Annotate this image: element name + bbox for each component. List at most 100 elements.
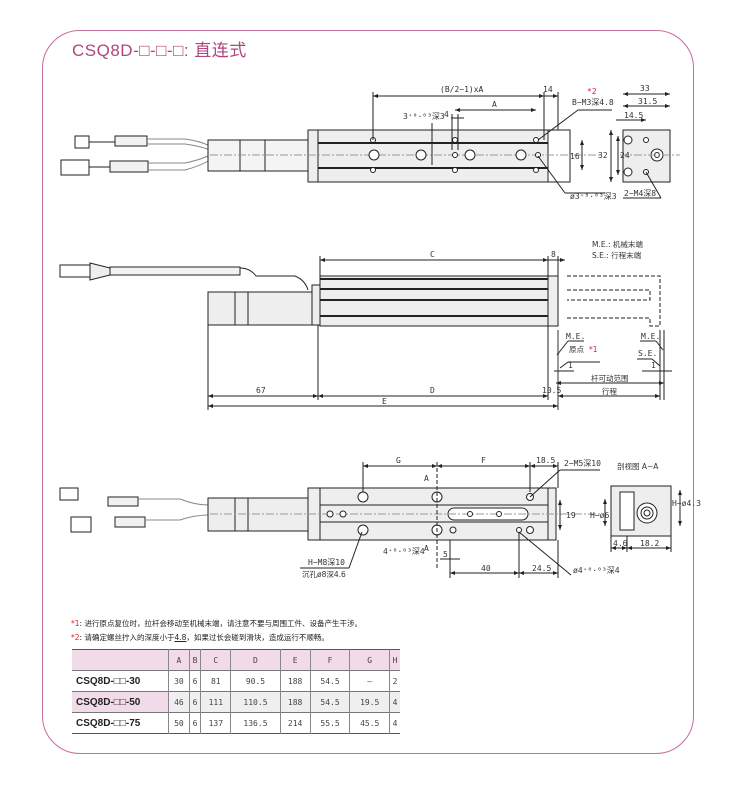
- dim-D: D: [430, 386, 435, 395]
- dim-hole-3: 3⁺⁰·⁰³深3: [403, 112, 445, 121]
- cell-B: 6: [189, 712, 202, 734]
- section-title: 剖视图 A−A: [617, 461, 659, 471]
- dim-14-5: 14.5: [624, 111, 643, 120]
- dim-32: 32: [598, 151, 608, 160]
- mount-holes: [368, 137, 541, 173]
- dim-h-m8: H−M8深10: [308, 558, 345, 567]
- dim-16: 16: [570, 152, 580, 161]
- note-mark-1: *1: [589, 345, 598, 354]
- cell-E: 214: [280, 712, 311, 734]
- cell-F: 54.5: [310, 691, 351, 713]
- model-cell: CSQ8D-□□-30: [72, 670, 169, 692]
- dimension-table: A B C D E F G H CSQ8D-□□-30 30 6 81 90.5…: [72, 649, 400, 734]
- bottom-holes: [326, 491, 534, 536]
- label-stroke: 行程: [602, 386, 617, 396]
- dim-pitch: (B/2−1)xA: [440, 85, 484, 94]
- dim-m5-tap: 2−M5深10: [564, 459, 601, 468]
- cell-D: 110.5: [230, 691, 281, 713]
- cell-F: 54.5: [310, 670, 351, 692]
- header-model: [72, 649, 169, 671]
- cell-C: 137: [200, 712, 232, 734]
- dim-18-5: 18.5: [536, 456, 555, 465]
- model-cell: CSQ8D-□□-75: [72, 712, 169, 734]
- cell-H: 4: [392, 718, 398, 728]
- model-cell: CSQ8D-□□-50: [72, 691, 169, 713]
- header-G: G: [349, 649, 391, 671]
- cell-B: 6: [189, 691, 202, 713]
- cell-H: 4: [392, 697, 398, 707]
- page-title: CSQ8D-□-□-□: 直连式: [72, 41, 247, 60]
- cell-D: 90.5: [230, 670, 281, 692]
- label-me-left: M.E.: [566, 332, 585, 341]
- bottom-view: G F 18.5 2−M5深10 19 A A H−M8深10 沉孔ø8深4.6…: [59, 456, 620, 579]
- dim-31-5: 31.5: [638, 97, 657, 106]
- label-rod-range: 杆可动范围: [591, 373, 629, 383]
- dim-h-phi4-3: H−ø4.3: [672, 499, 701, 508]
- cell-B: 6: [189, 670, 202, 692]
- dim-10-5: 10.5: [542, 386, 561, 395]
- label-one-right: 1: [651, 361, 656, 370]
- dim-E: E: [382, 397, 387, 406]
- dim-18-2: 18.2: [640, 539, 659, 548]
- header-F: F: [310, 649, 351, 671]
- dim-40: 40: [481, 564, 491, 573]
- cell-A: 50: [168, 712, 190, 734]
- dim-24-5: 24.5: [532, 564, 551, 573]
- cell-F: 55.5: [310, 712, 351, 734]
- cell-C: 81: [200, 670, 232, 692]
- legend-se: S.E.: 行程末端: [592, 250, 642, 260]
- cell-G: 19.5: [349, 691, 391, 713]
- note-2: *2: 请确定螺丝拧入的深度小于4.8，如果过长会碰到滑块，造成运行不顺畅。: [71, 633, 329, 642]
- dim-4-6: 4.6: [613, 539, 628, 548]
- header-H: H: [392, 655, 398, 665]
- dim-5: 5: [443, 550, 448, 559]
- cell-E: 188: [280, 670, 311, 692]
- end-view: 33 31.5 14.5 32 24 2−M4深8: [598, 84, 680, 199]
- header-B: B: [189, 649, 202, 671]
- dim-m3-tap: B−M3深4.8: [572, 98, 614, 107]
- label-one-left: 1: [568, 361, 573, 370]
- table-row: CSQ8D-□□-30 30 6 81 90.5 188 54.5 — 2: [72, 670, 400, 692]
- cell-G: 45.5: [349, 712, 391, 734]
- dim-G: G: [396, 456, 401, 465]
- extended-rod-ghost: [567, 275, 661, 327]
- dim-4: 4: [444, 110, 449, 119]
- motor-body-side: [207, 291, 313, 326]
- side-view: C 8 67 D 10.5 E M.E.: 机械末端 S.E.: 行程末端 M.…: [59, 239, 672, 410]
- cell-A: 30: [168, 670, 190, 692]
- dim-phi4: ø4⁺⁰·⁰³深4: [573, 566, 620, 575]
- cell-E: 188: [280, 691, 311, 713]
- label-origin: 原点: [569, 345, 584, 354]
- dim-m4-tap: 2−M4深8: [624, 189, 656, 198]
- table-row: CSQ8D-□□-75 50 6 137 136.5 214 55.5 45.5…: [72, 712, 400, 734]
- notes: *1: 进行原点复位时，拉杆会移动至机械末端，请注意不要与周围工件、设备产生干涉…: [71, 617, 362, 645]
- cell-H: 2: [392, 676, 398, 686]
- dim-C: C: [430, 250, 435, 259]
- dim-end-14: 14: [543, 85, 553, 94]
- table-row: CSQ8D-□□-50 46 6 111 110.5 188 54.5 19.5…: [72, 691, 400, 713]
- dim-hole-4: 4⁺⁰·⁰³深4: [383, 547, 425, 556]
- section-mark-top: A: [424, 474, 429, 483]
- dim-phi3: ø3⁺⁰·⁰³深3: [570, 192, 617, 201]
- header-E: E: [280, 649, 311, 671]
- dim-24: 24: [620, 151, 630, 160]
- dim-h-phi6: H−ø6: [590, 511, 609, 520]
- dim-33: 33: [640, 84, 650, 93]
- cell-G: —: [349, 670, 391, 692]
- dim-A: A: [492, 100, 497, 109]
- dim-counterbore: 沉孔ø8深4.6: [302, 570, 346, 579]
- header-A: A: [168, 649, 190, 671]
- cable-connectors: [60, 135, 211, 176]
- note-1: *1: 进行原点复位时，拉杆会移动至机械末端，请注意不要与周围工件、设备产生干涉…: [71, 619, 362, 628]
- legend-me: M.E.: 机械末端: [592, 239, 643, 249]
- header-D: D: [230, 649, 281, 671]
- cell-D: 136.5: [230, 712, 281, 734]
- dim-19: 19: [566, 511, 576, 520]
- section-view: 剖视图 A−A H−ø6 H−ø4.3 4.6 18.2: [590, 461, 701, 552]
- content-frame: [42, 30, 694, 754]
- note-mark-2: *2: [587, 87, 597, 96]
- top-view: (B/2−1)xA 14 *2 B−M3深4.8 A 4 3⁺⁰·⁰³深3 16…: [60, 85, 617, 201]
- label-se-right: S.E.: [638, 349, 657, 358]
- dim-67: 67: [256, 386, 266, 395]
